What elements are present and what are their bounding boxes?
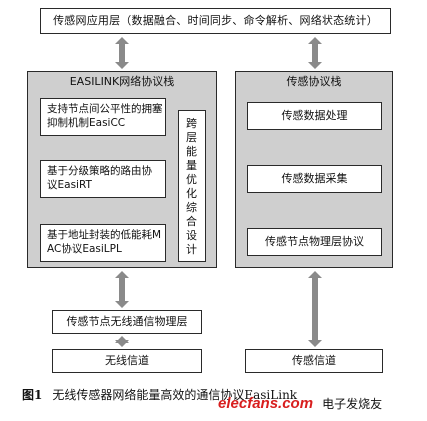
figure-caption: 图1 无线传感器网络能量高效的通信协议EasiLink: [22, 386, 297, 403]
watermark-cn: 电子发烧友: [322, 397, 383, 411]
wireless-physical-layer-label: 传感节点无线通信物理层: [66, 315, 188, 328]
figure-title: 无线传感器网络能量高效的通信协议EasiLink: [52, 388, 298, 402]
sensor-physical-protocol-box: 传感节点物理层协议: [247, 228, 382, 256]
arrow-app-to-sensing: [308, 37, 322, 69]
congestion-control-box: 支持节点间公平性的拥塞抑制机制EasiCC: [40, 98, 166, 136]
sensing-data-collection-box: 传感数据采集: [247, 165, 382, 193]
wireless-channel-box: 无线信道: [52, 349, 202, 373]
congestion-control-label: 支持节点间公平性的拥塞抑制机制EasiCC: [47, 103, 163, 129]
sensing-channel-label: 传感信道: [292, 354, 336, 367]
watermark-site: elecfans.com: [218, 395, 314, 412]
sensing-data-processing-label: 传感数据处理: [281, 109, 348, 122]
mac-protocol-box: 基于地址封装的低能耗MAC协议EasiLPL: [40, 224, 166, 262]
sensing-data-processing-box: 传感数据处理: [247, 102, 382, 130]
sensor-physical-protocol-label: 传感节点物理层协议: [265, 235, 364, 248]
arrow-app-to-easilink: [115, 37, 129, 69]
routing-protocol-label: 基于分级策略的路由协议EasiRT: [47, 165, 152, 191]
figure-number: 图1: [22, 388, 43, 402]
wireless-channel-label: 无线信道: [105, 354, 149, 367]
mac-protocol-label: 基于地址封装的低能耗MAC协议EasiLPL: [47, 229, 162, 255]
easilink-stack-title: EASILINK网络协议栈: [69, 75, 175, 88]
cross-layer-label: 跨层能量优化综合设计: [186, 117, 197, 256]
sensing-stack-title: 传感协议栈: [286, 75, 342, 88]
arrow-stack-to-physical: [115, 271, 129, 308]
arrow-physical-to-channel: [115, 336, 129, 347]
wireless-physical-layer-box: 传感节点无线通信物理层: [52, 310, 202, 334]
cross-layer-box: 跨层能量优化综合设计: [178, 110, 206, 262]
routing-protocol-box: 基于分级策略的路由协议EasiRT: [40, 160, 166, 198]
sensing-channel-box: 传感信道: [245, 349, 383, 373]
arrow-sensing-stack-to-channel: [308, 271, 322, 347]
watermark-logo: elecfans.com 电子发烧友: [218, 393, 382, 412]
sensing-data-collection-label: 传感数据采集: [281, 172, 348, 185]
application-layer-label: 传感网应用层（数据融合、时间同步、命令解析、网络状态统计）: [53, 14, 378, 27]
application-layer-box: 传感网应用层（数据融合、时间同步、命令解析、网络状态统计）: [40, 8, 391, 34]
